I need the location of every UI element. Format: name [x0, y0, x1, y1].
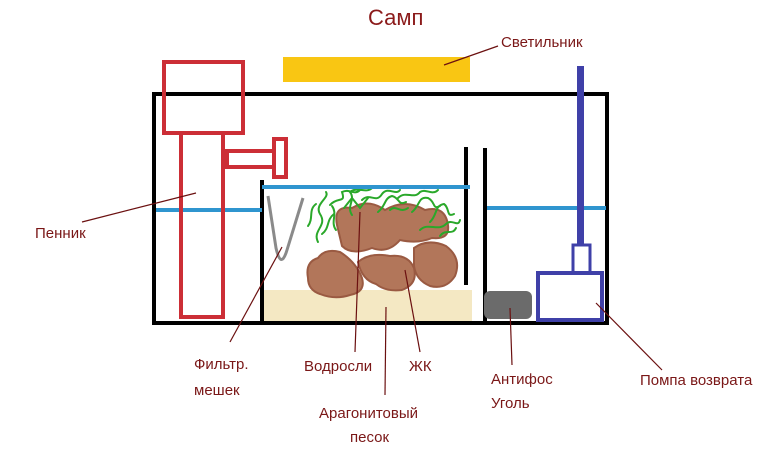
- label-skimmer: Пенник: [35, 225, 86, 242]
- protein-skimmer: [162, 60, 288, 319]
- label-lamp: Светильник: [501, 34, 583, 51]
- media-bag: [484, 291, 532, 319]
- label-media-line1: Антифос: [491, 371, 553, 388]
- label-return-pump: Помпа возврата: [640, 372, 753, 389]
- live-rock: [306, 202, 459, 299]
- lamp-bar: [283, 57, 470, 82]
- aragonite-sand-bed: [264, 290, 472, 322]
- label-filter-bag-line1: Фильтр.: [194, 356, 249, 373]
- sump-tank: [152, 92, 609, 325]
- diagram-title: Самп: [368, 5, 424, 30]
- algae: [307, 187, 461, 243]
- label-algae: Водросли: [304, 358, 373, 375]
- label-live-rock: ЖК: [409, 358, 432, 375]
- return-pump: [536, 66, 604, 322]
- water-level: [156, 185, 606, 212]
- label-filter-bag-line2: мешек: [194, 382, 240, 399]
- label-sand-line1: Арагонитовый: [319, 405, 419, 422]
- label-media-line2: Уголь: [491, 395, 530, 412]
- label-sand-line2: песок: [350, 429, 390, 446]
- leader-lines: [81, 45, 663, 396]
- filter-bag: [266, 195, 305, 261]
